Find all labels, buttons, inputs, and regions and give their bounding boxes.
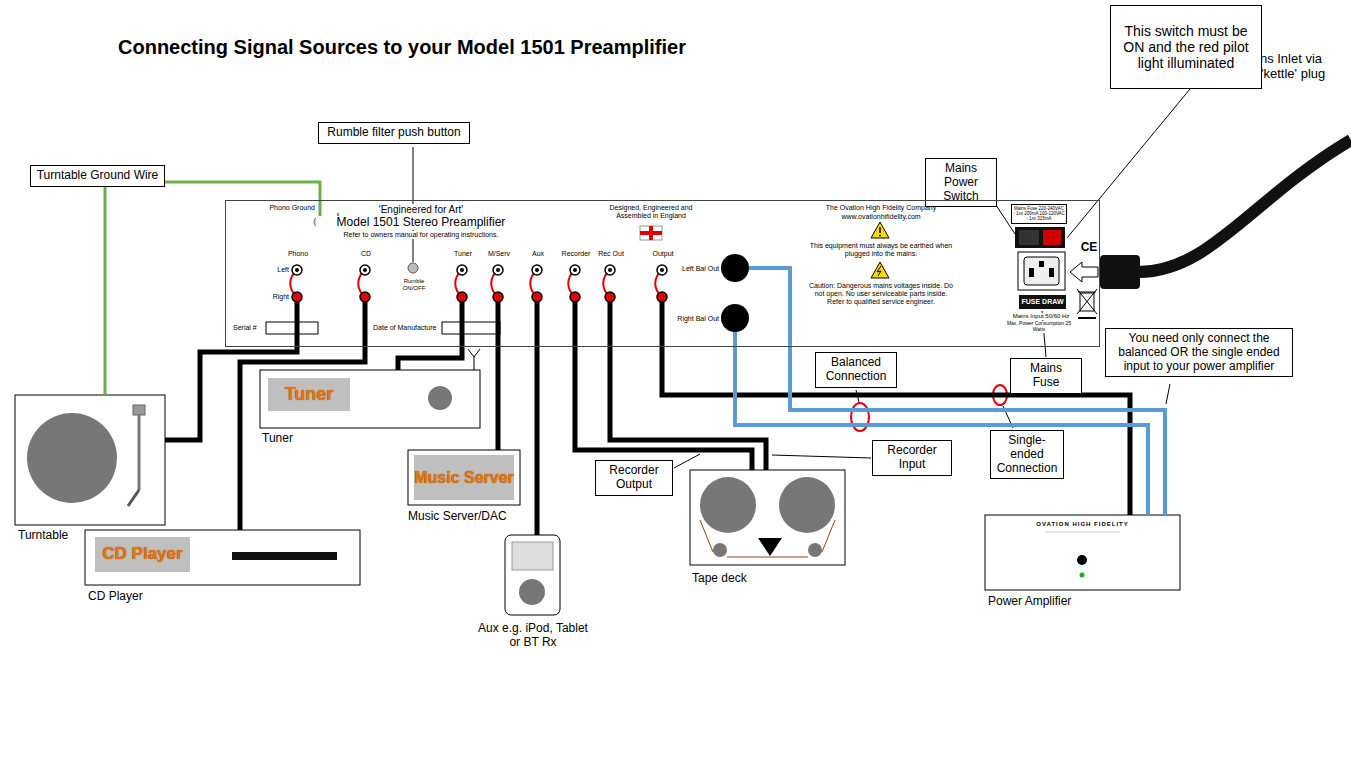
fuse-drawer: FUSE DRAW <box>1019 295 1066 309</box>
balanced-jacks <box>721 254 790 347</box>
callout-box: Balanced Connection <box>815 352 897 388</box>
power-amplifier: OVATION HIGH FIDELITY Power Amplifier <box>985 515 1180 612</box>
panel-text: CE <box>1078 241 1100 255</box>
signal-cable <box>535 347 540 535</box>
callout-text: Mains Fuse <box>1016 362 1076 390</box>
callout-text: Recorder Output <box>601 464 667 492</box>
panel-text: M/Serv <box>479 250 519 258</box>
callout-text: Recorder Input <box>878 444 946 472</box>
callout-box: Recorder Output <box>595 460 673 496</box>
device-caption: CD Player <box>88 590 208 604</box>
device-caption: Power Amplifier <box>988 595 1138 609</box>
callout-box: Recorder Input <box>872 440 952 476</box>
panel-text: Recorder <box>556 250 596 258</box>
panel-text: Left Bal Out <box>671 265 719 273</box>
callout-text: You need only connect the balanced OR th… <box>1111 332 1287 373</box>
callout-text: Rumble filter push button <box>324 126 464 140</box>
panel-text: Right Bal Out <box>671 315 719 323</box>
panel-text: Mains Input 50/60 Hz <box>1006 313 1076 320</box>
panel-text: Tuner <box>443 250 483 258</box>
tuner: TunerTuner <box>260 370 480 447</box>
cd-player-art <box>85 530 360 585</box>
signal-cable <box>662 347 1130 515</box>
device-caption: Turntable <box>18 529 158 543</box>
panel-text: Output <box>643 250 683 258</box>
callout-box: Turntable Ground Wire <box>30 165 165 187</box>
panel-text: Phono Ground <box>267 204 315 212</box>
callout-box: This switch must be ON and the red pilot… <box>1110 5 1262 89</box>
device-caption: OVATION HIGH FIDELITY <box>1025 521 1140 528</box>
callout-text: Balanced Connection <box>821 356 891 384</box>
panel-text: Phono <box>278 250 318 258</box>
panel-text: Max. Power Consumption 25 Watts <box>1001 321 1077 333</box>
callout-text: Mains Power Switch <box>931 162 991 203</box>
panel-text: Refer to owners manual for operating ins… <box>321 231 521 239</box>
display-text: Tuner <box>268 378 350 411</box>
panel-text: 'Engineered for Art' <box>351 204 491 216</box>
tape-deck-art <box>690 470 845 565</box>
panel-text: This equipment must always be earthed wh… <box>806 242 956 258</box>
device-caption: Music Server/DAC <box>408 510 528 524</box>
rear-panel: Phono Ground 'Engineered for Art'Model 15… <box>225 200 1100 347</box>
panel-text: Date of Manufacture <box>373 324 443 332</box>
signal-cable <box>735 347 1148 515</box>
ground-wire <box>319 200 322 216</box>
panel-text: Rumble ON/OFF <box>392 278 436 292</box>
fuse-rating-label: Mains Fuse 220-240VAC - 1xx 200mA 100-12… <box>1011 204 1067 224</box>
title: Connecting Signal Sources to your Model … <box>118 36 686 59</box>
power-amp-art <box>985 515 1180 590</box>
panel-text: www.ovationhifidelity.com <box>801 213 961 221</box>
callout-box: You need only connect the balanced OR th… <box>1105 328 1293 377</box>
display-text: Music Server <box>414 455 514 500</box>
panel-text: Designed, Engineered and Assembled in En… <box>596 204 706 220</box>
mains-inlet <box>1018 252 1065 290</box>
panel-text: Aux <box>518 250 558 258</box>
device-caption: Aux e.g. iPod, Tablet or BT Rx <box>478 622 588 650</box>
aux-device: Aux e.g. iPod, Tablet or BT Rx <box>478 535 588 685</box>
device-caption: Tuner <box>262 432 362 446</box>
rca-jacks <box>290 265 667 347</box>
display-text: CD Player <box>95 537 190 572</box>
callout-text: This switch must be ON and the red pilot… <box>1116 23 1256 71</box>
callout-text: Mains Fuse 220-240VAC - 1xx 200mA 100-12… <box>1013 206 1065 222</box>
mains-switch <box>1015 227 1065 248</box>
signal-cable <box>398 347 462 370</box>
panel-text: CD <box>346 250 386 258</box>
mains-cable <box>1138 140 1351 272</box>
panel-text: Serial # <box>233 324 265 332</box>
serial-boxes <box>266 322 500 334</box>
panel-text: Caution: Dangerous mains voltages inside… <box>806 282 956 306</box>
panel-text: Right <box>256 293 289 301</box>
turntable: Turntable <box>15 395 165 547</box>
callout-box: Single-ended Connection <box>990 430 1064 479</box>
music-server-art <box>408 450 520 505</box>
callout-box: Rumble filter push button <box>318 122 470 144</box>
panel-text: The Ovation High Fidelity Company <box>801 204 961 212</box>
turntable-art <box>15 395 165 525</box>
cd-player: CD Player CD Player <box>85 530 360 607</box>
panel-text: Left <box>256 266 289 274</box>
rumble-button <box>408 263 418 273</box>
ipod-art <box>505 535 560 615</box>
music-server: Music ServerMusic Server/DAC <box>400 450 530 528</box>
device-caption: Tape deck <box>692 572 792 586</box>
callout-text: Single-ended Connection <box>996 434 1058 475</box>
plug-arrow <box>1070 262 1098 282</box>
iec-plug <box>1100 255 1140 289</box>
callout-text: Turntable Ground Wire <box>36 169 159 183</box>
weee-symbol <box>1077 289 1097 318</box>
panel-text: Model 1501 Stereo Preamplifier <box>316 216 526 230</box>
signal-cable <box>496 347 501 450</box>
warning-triangles <box>871 222 889 278</box>
signal-cable <box>610 347 766 470</box>
tape-deck: Tape deck <box>690 470 850 592</box>
flag <box>640 226 662 240</box>
callout-box: Mains Fuse <box>1010 358 1082 394</box>
panel-text: Rec Out <box>591 250 631 258</box>
fuse-label: FUSE DRAW <box>1019 295 1066 309</box>
signal-cable <box>240 347 365 530</box>
